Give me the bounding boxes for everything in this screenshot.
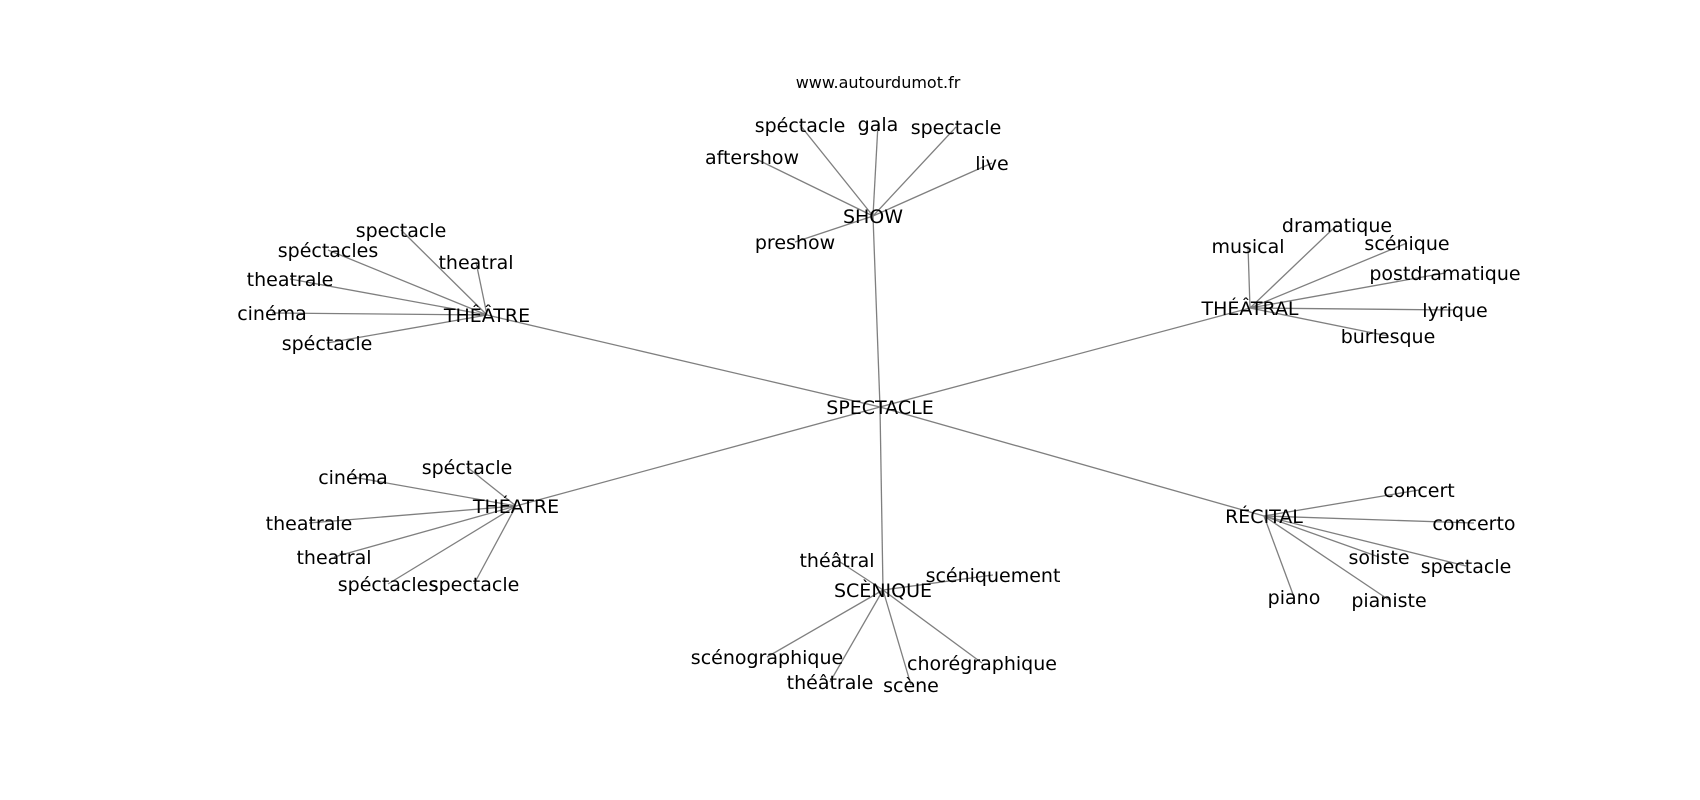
root-node: SPECTACLE: [826, 397, 933, 419]
root-edge: [879, 406, 884, 591]
source-watermark: www.autourdumot.fr: [796, 73, 961, 92]
word-node: chorégraphique: [907, 653, 1057, 675]
word-node: theatral: [296, 547, 371, 569]
leaf-edge: [387, 505, 517, 585]
word-node: soliste: [1348, 547, 1409, 569]
cluster-node: SCÈNIQUE: [834, 579, 932, 602]
word-node: burlesque: [1341, 326, 1436, 348]
root-edge: [879, 307, 1251, 408]
root-edge: [872, 215, 881, 408]
leaf-edge: [271, 312, 488, 316]
leaf-edge: [1249, 242, 1408, 309]
leaf-edge: [1263, 515, 1295, 598]
leaf-edge: [400, 229, 488, 316]
leaf-edge: [466, 466, 517, 507]
word-node: scénographique: [691, 647, 843, 669]
word-node: theatrale: [247, 269, 334, 291]
word-node: spéctacles: [278, 240, 379, 262]
leaf-edge: [1249, 272, 1446, 309]
leaf-edge: [1263, 489, 1420, 517]
leaf-edge: [1249, 307, 1389, 337]
leaf-edge: [1247, 245, 1251, 309]
word-node: musical: [1211, 236, 1284, 258]
word-node: theatral: [438, 252, 513, 274]
word-node: lyrique: [1422, 300, 1487, 322]
word-node: postdramatique: [1369, 263, 1520, 285]
word-node: spectacle: [1421, 556, 1512, 578]
word-node: preshow: [755, 232, 835, 254]
cluster-node: RÉCITAL: [1225, 505, 1303, 528]
leaf-edge: [352, 476, 517, 507]
cluster-node: THÉATRE: [472, 495, 559, 518]
leaf-edge: [1249, 224, 1338, 309]
word-node: spéctacle: [422, 457, 513, 479]
cluster-node: THÊÂTRE: [443, 304, 530, 327]
word-node: dramatique: [1282, 215, 1392, 237]
leaf-edge: [327, 249, 488, 316]
word-node: gala: [858, 114, 899, 136]
leaf-edge: [882, 589, 912, 686]
leaf-edge: [1263, 515, 1390, 601]
word-node: aftershow: [705, 147, 799, 169]
word-node: spéctacle: [282, 333, 373, 355]
leaf-edge: [872, 162, 993, 217]
leaf-edge: [766, 589, 884, 658]
root-edge: [515, 406, 881, 507]
word-node: cinéma: [318, 467, 388, 489]
word-node: pianiste: [1351, 590, 1426, 612]
leaf-edge: [882, 574, 994, 591]
word-node: theatrale: [266, 513, 353, 535]
word-node: live: [975, 153, 1009, 175]
word-node: spectacle: [911, 117, 1002, 139]
word-node: piano: [1268, 587, 1321, 609]
leaf-edge: [882, 589, 983, 664]
leaf-edge: [473, 505, 517, 585]
edges-layer: [271, 123, 1475, 686]
leaf-edge: [326, 314, 488, 344]
word-node: cinéma: [237, 303, 307, 325]
leaf-edge: [1263, 515, 1475, 524]
leaf-edge: [333, 505, 517, 558]
leaf-edge: [829, 589, 884, 683]
leaf-edge: [308, 505, 517, 524]
root-edge: [879, 406, 1265, 517]
word-node: concerto: [1432, 513, 1515, 535]
leaf-edge: [1249, 307, 1456, 311]
leaf-edge: [289, 278, 488, 316]
labels-layer: www.autourdumot.fr SPECTACLE SHOW spéctacl…: [237, 73, 1520, 697]
leaf-edge: [1263, 515, 1380, 558]
leaf-edge: [475, 261, 488, 316]
word-node: spectacle: [429, 574, 520, 596]
leaf-edge: [794, 215, 874, 243]
leaf-edge: [751, 156, 874, 217]
cluster-node: THÉÂTRAL: [1200, 297, 1298, 320]
word-node: spéctacles: [338, 574, 439, 596]
word-node: scéniquement: [926, 565, 1061, 587]
leaf-edge: [1263, 515, 1467, 567]
leaf-edge: [872, 126, 957, 217]
root-edge: [486, 314, 881, 408]
word-node: scène: [883, 675, 939, 697]
cluster-node: SHOW: [843, 206, 903, 228]
leaf-edge: [799, 124, 874, 217]
leaf-edge: [872, 123, 879, 217]
word-node: scénique: [1364, 233, 1449, 255]
leaf-edge: [836, 559, 884, 591]
word-node: spéctacle: [755, 115, 846, 137]
word-node: spectacle: [356, 220, 447, 242]
word-node: concert: [1383, 480, 1455, 502]
word-node: théâtral: [799, 550, 874, 572]
word-node: théâtrale: [787, 672, 874, 694]
